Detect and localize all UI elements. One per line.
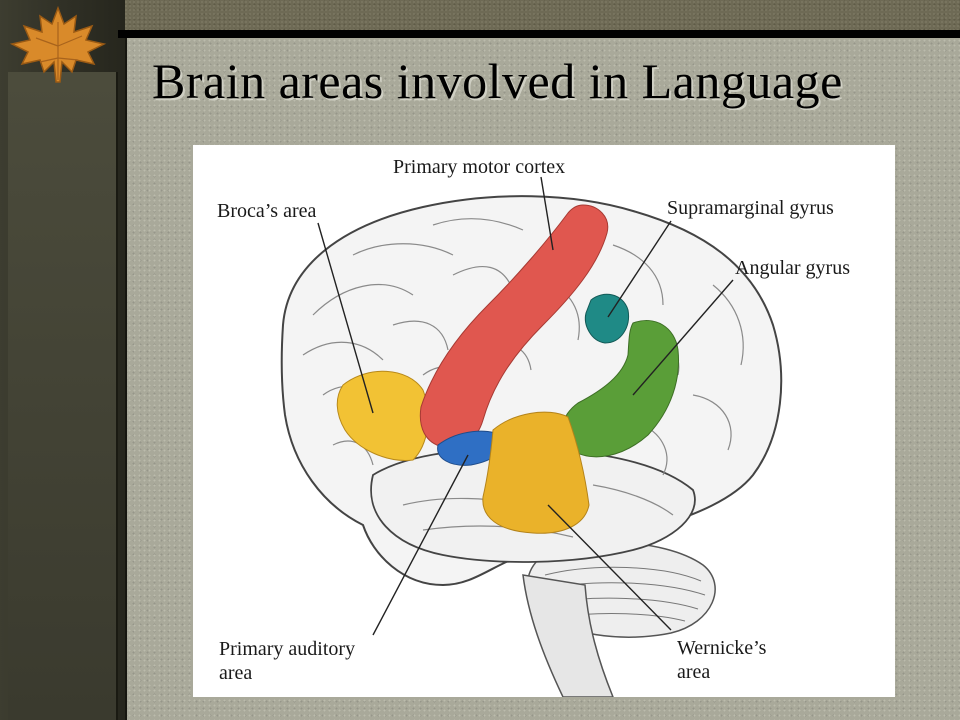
label-supramarginal-gyrus: Supramarginal gyrus: [667, 196, 834, 220]
slide-title: Brain areas involved in Language: [152, 52, 960, 110]
slide-left-panel: [8, 72, 118, 720]
maple-leaf-icon: [6, 2, 110, 86]
label-primary-motor-cortex: Primary motor cortex: [393, 155, 565, 179]
slide-top-strip: [0, 0, 960, 30]
label-angular-gyrus: Angular gyrus: [735, 256, 850, 280]
brain-diagram: Primary motor cortex Broca’s area Supram…: [193, 145, 895, 697]
supramarginal-gyrus-region: [585, 294, 628, 343]
slide-left-strip: [0, 0, 125, 720]
label-brocas-area: Broca’s area: [217, 199, 316, 223]
label-primary-auditory-line2: area: [219, 661, 252, 685]
label-primary-auditory-line1: Primary auditory: [219, 637, 355, 661]
slide-divider-bar: [118, 30, 960, 38]
label-wernickes-line2: area: [677, 660, 710, 684]
label-wernickes-line1: Wernicke’s: [677, 636, 766, 660]
brain-illustration: [193, 145, 895, 697]
